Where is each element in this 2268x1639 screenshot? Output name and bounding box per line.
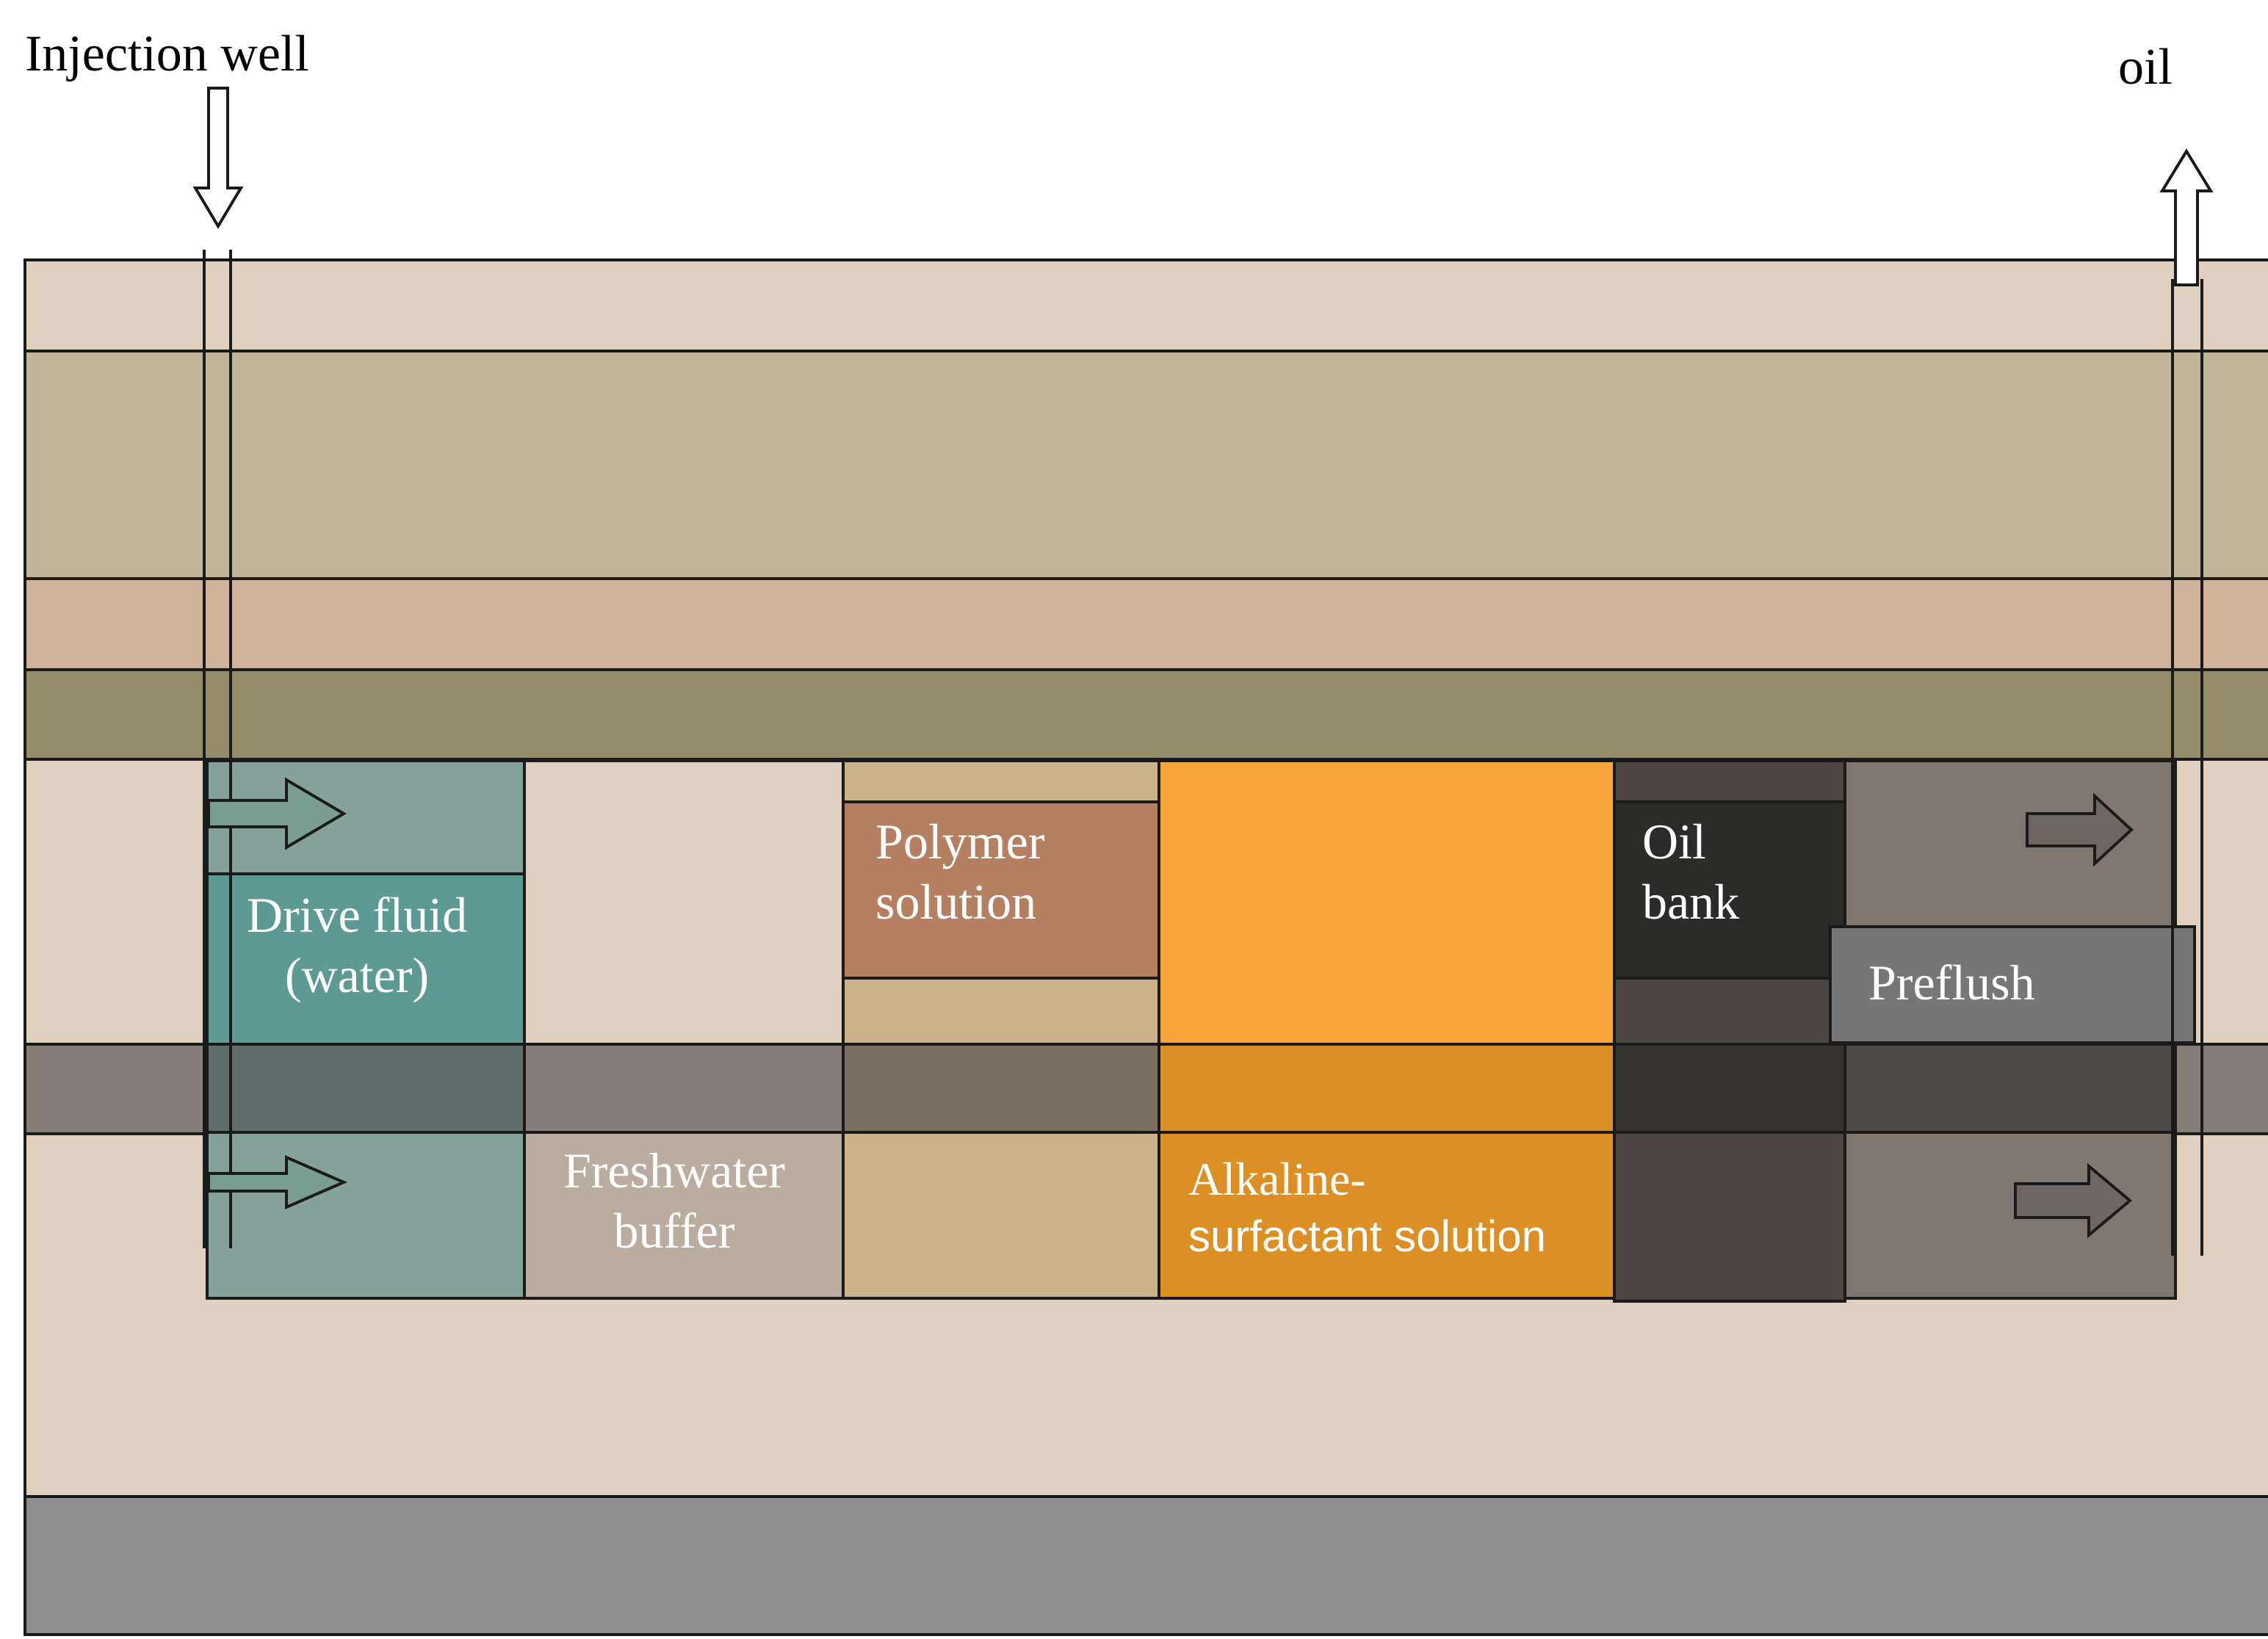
preflush-zone-lower [1843, 1131, 2177, 1300]
polymer-solution-label-line1: Polymer [875, 814, 1045, 869]
right-arrow-icon [207, 777, 347, 850]
buffer-zone-upper [523, 759, 845, 1047]
freshwater-buffer-label-line2: buffer [613, 1202, 735, 1259]
oil-label: oil [2118, 39, 2173, 95]
alkaline-surfactant-zone-band [1158, 1043, 1616, 1135]
drive-fluid-label-line1: Drive fluid [246, 887, 468, 943]
oil-bank-zone-lower [1613, 1131, 1846, 1303]
drive-fluid-zone-lower [206, 1131, 526, 1300]
oil-bank-label-line2: bank [1642, 873, 1740, 930]
alkaline-surfactant-label-line1: Alkaline- [1188, 1153, 1366, 1205]
drive-fluid-zone-band [206, 1043, 526, 1135]
production-well-pipe [2171, 279, 2203, 1256]
freshwater-buffer-label: Freshwater buffer [527, 1141, 821, 1261]
strata-olive-layer [24, 668, 2268, 762]
drive-fluid-label-box [206, 872, 526, 1047]
preflush-label: Preflush [1868, 955, 2035, 1010]
polymer-solution-label: Polymer solution [875, 812, 1044, 932]
down-arrow-icon [192, 87, 244, 229]
alkaline-surfactant-zone-upper [1158, 759, 1616, 1047]
up-arrow-icon [2159, 148, 2214, 286]
drive-fluid-label: Drive fluid (water) [209, 886, 505, 1005]
strata-pink-layer [24, 577, 2268, 673]
freshwater-buffer-label-line1: Freshwater [563, 1143, 786, 1198]
polymer-zone-band [842, 1043, 1160, 1135]
right-arrow-icon [2014, 1162, 2133, 1239]
alkaline-surfactant-label: Alkaline- surfactant solution [1188, 1150, 1546, 1264]
right-arrow-icon [207, 1154, 348, 1210]
injection-well-pipe [203, 250, 232, 1248]
formation-top-layer [24, 258, 2268, 355]
oil-bank-label: Oil bank [1642, 812, 1739, 932]
polymer-label-box [842, 800, 1160, 980]
polymer-zone-lower [842, 1131, 1160, 1300]
right-arrow-icon [2026, 792, 2134, 867]
oil-bank-label-box [1613, 800, 1846, 980]
alkaline-surfactant-label-line2: surfactant solution [1188, 1212, 1546, 1261]
drive-fluid-label-line2: (water) [284, 947, 430, 1003]
buffer-zone-band [523, 1043, 845, 1135]
strata-upper-layer [24, 350, 2268, 582]
base-rock-layer [24, 1495, 2268, 1636]
polymer-solution-label-line2: solution [875, 873, 1037, 930]
oil-bank-label-line1: Oil [1642, 814, 1706, 869]
preflush-zone-band [1843, 1043, 2177, 1135]
preflush-label-box [1829, 925, 2196, 1044]
freshwater-buffer-box [523, 1131, 845, 1300]
oil-bank-zone-band [1613, 1043, 1846, 1135]
injection-well-label: Injection well [25, 26, 309, 82]
